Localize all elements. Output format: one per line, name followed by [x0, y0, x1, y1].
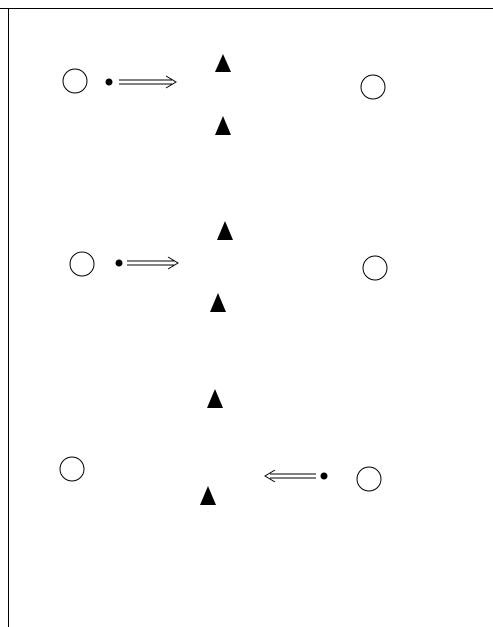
cone-icon	[207, 389, 223, 408]
ball-icon	[105, 78, 113, 86]
double-line-arrow-icon	[119, 75, 177, 89]
drill-row-3	[59, 389, 382, 505]
player-circle-icon	[362, 255, 388, 281]
cone-icon	[200, 486, 216, 505]
drill-row-1	[62, 54, 386, 135]
player-circle-icon	[62, 68, 88, 94]
player-circle-icon	[59, 456, 85, 482]
ball-icon	[115, 259, 123, 267]
ball-icon	[320, 472, 328, 480]
player-circle-icon	[356, 466, 382, 492]
cone-icon	[210, 293, 226, 312]
double-line-arrow-icon	[127, 256, 179, 270]
double-line-arrow-icon	[264, 469, 316, 483]
player-circle-icon	[69, 251, 95, 277]
player-circle-icon	[360, 74, 386, 100]
cone-icon	[215, 54, 231, 72]
drill-row-2	[69, 221, 388, 312]
cone-icon	[215, 116, 231, 135]
cone-icon	[217, 221, 233, 240]
